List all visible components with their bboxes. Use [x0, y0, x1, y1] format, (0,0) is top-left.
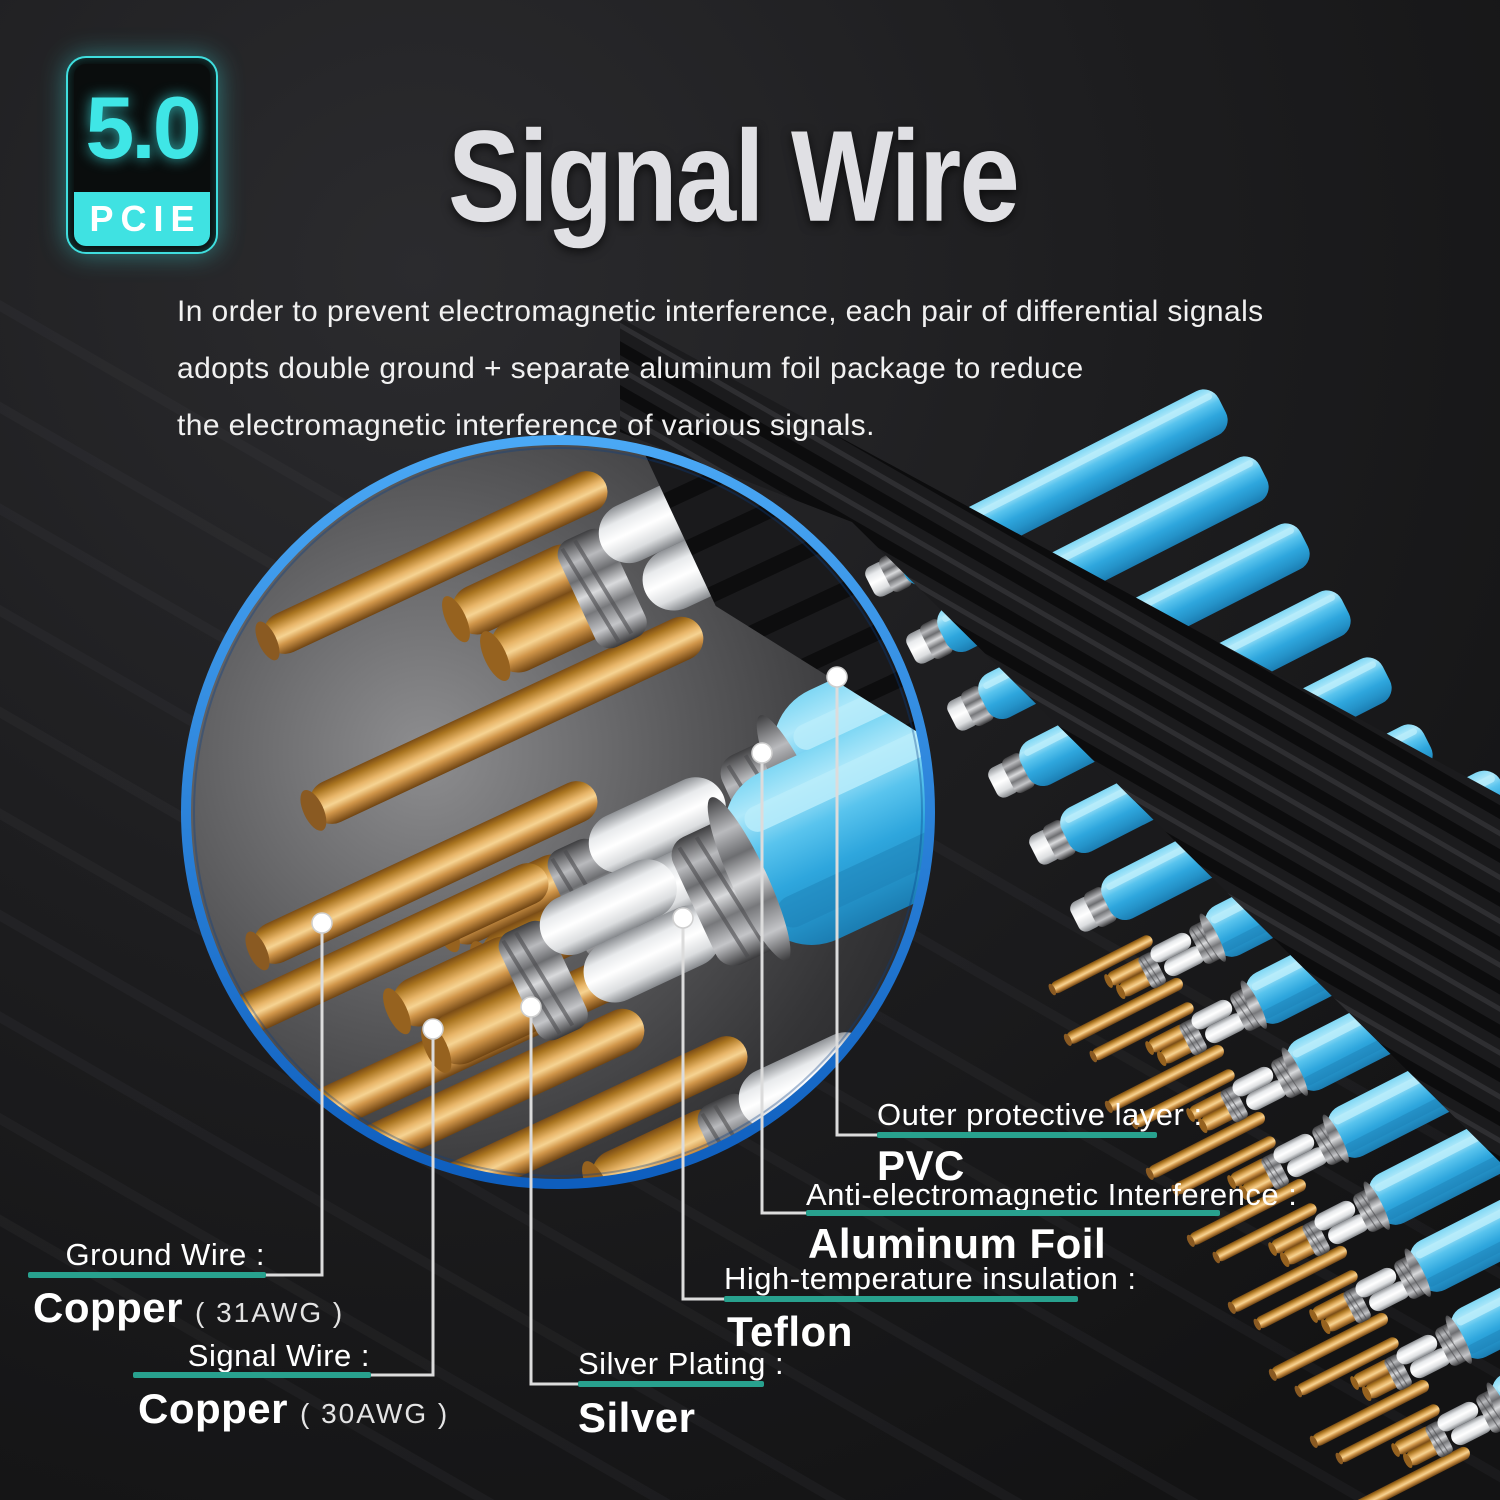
callout-label-aluminum-foil: Anti-electromagnetic Interference :: [806, 1177, 1298, 1212]
badge-bus-label: PCIE: [74, 192, 210, 246]
description-line: adopts double ground + separate aluminum…: [177, 352, 1084, 385]
callout-label-ground-wire: Ground Wire :: [65, 1237, 265, 1272]
callout-line-signal-wire: [371, 1029, 435, 1377]
callout-label-pvc: Outer protective layer :: [877, 1097, 1203, 1132]
material-name: Copper: [138, 1385, 288, 1432]
callout-value-ground-wire: Copper ( 31AWG ): [33, 1284, 344, 1332]
callout-dot-aluminum-foil: [751, 742, 773, 764]
callout-value-silver-plating: Silver: [578, 1394, 696, 1441]
callout-value-pvc: PVC: [877, 1142, 965, 1189]
callout-line-silver-plating: [529, 1007, 578, 1386]
callout-underline-silver-plating: [578, 1381, 764, 1387]
material-name: Copper: [33, 1284, 183, 1331]
callout-underline-aluminum-foil: [806, 1210, 1220, 1216]
callout-underline-pvc: [877, 1132, 1157, 1138]
description-line: the electromagnetic interference of vari…: [177, 409, 875, 442]
callout-line-ground-wire: [266, 923, 324, 1277]
callout-underline-signal-wire: [133, 1372, 371, 1378]
callout-dot-ground-wire: [311, 912, 333, 934]
badge-version: 5.0: [85, 78, 201, 177]
magnifier-ring: [181, 435, 935, 1189]
description-line: In order to prevent electromagnetic inte…: [177, 295, 1264, 328]
callout-dot-teflon: [672, 907, 694, 929]
callout-dot-silver-plating: [520, 996, 542, 1018]
wire-gauge: ( 30AWG ): [300, 1398, 450, 1429]
callout-dot-signal-wire: [422, 1018, 444, 1040]
callout-underline-teflon: [724, 1296, 1078, 1302]
pcie-version-badge: 5.0 PCIE: [66, 56, 218, 254]
callout-value-teflon: Teflon: [727, 1308, 853, 1355]
callout-value-signal-wire: Copper ( 30AWG ): [138, 1385, 449, 1433]
callout-label-teflon: High-temperature insulation :: [724, 1261, 1137, 1296]
callout-dots: [311, 666, 848, 1040]
callout-dot-pvc: [826, 666, 848, 688]
callout-label-silver-plating: Silver Plating :: [578, 1346, 785, 1381]
callout-value-aluminum-foil: Aluminum Foil: [808, 1220, 1107, 1267]
callout-line-teflon: [681, 918, 724, 1301]
page-title: Signal Wire: [448, 104, 1020, 250]
wire-gauge: ( 31AWG ): [195, 1297, 345, 1328]
callout-underline-ground-wire: [28, 1272, 266, 1278]
callout-label-signal-wire: Signal Wire :: [187, 1338, 370, 1373]
callout-line-pvc: [835, 677, 877, 1137]
callout-line-aluminum-foil: [760, 753, 806, 1215]
description: In order to prevent electromagnetic inte…: [177, 283, 1487, 454]
callout-lines: [266, 677, 877, 1386]
